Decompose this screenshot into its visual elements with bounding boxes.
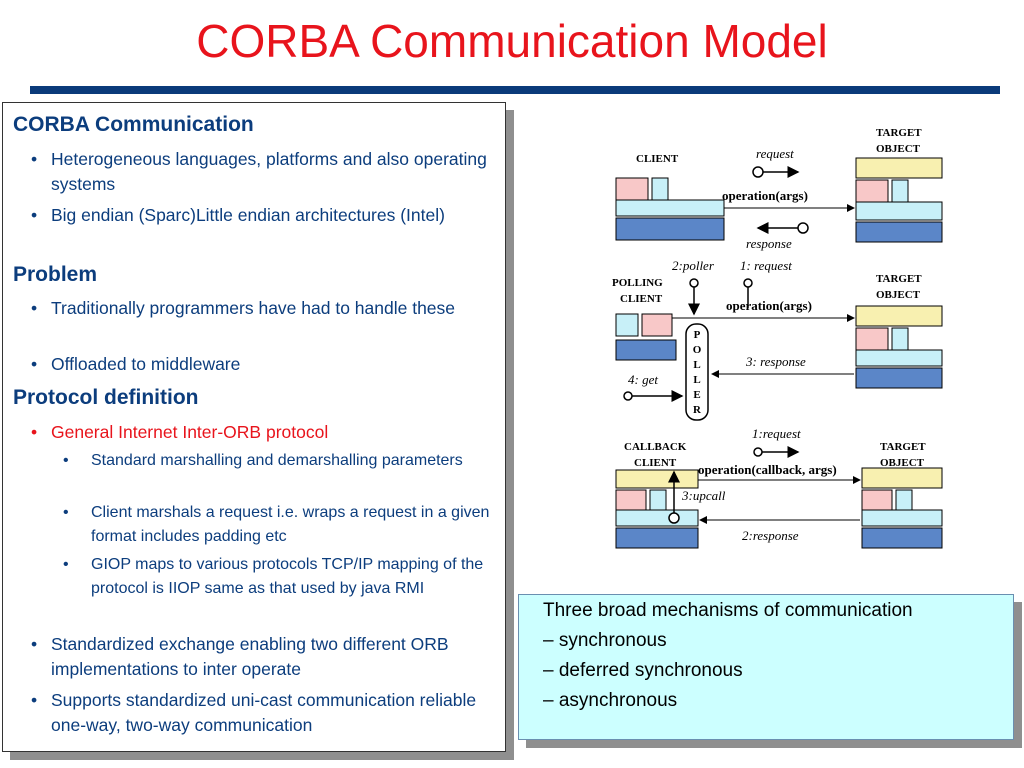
label-object-1: OBJECT	[876, 143, 921, 155]
callback-client-stack	[615, 469, 699, 549]
bullet-unicast: •Supports standardized uni-cast communic…	[31, 690, 477, 735]
subbullet-giop-maps: •GIOP maps to various protocols TCP/IP m…	[63, 556, 484, 597]
label-object-3: OBJECT	[880, 457, 925, 469]
poller-letter-p: P	[694, 329, 701, 341]
bullet-heterogeneous: •Heterogeneous languages, platforms and …	[31, 149, 487, 194]
bullet-giop: •General Internet Inter-ORB protocol	[31, 422, 329, 442]
target-stack-3	[861, 467, 943, 549]
bullet-offloaded: •Offloaded to middleware	[31, 354, 241, 374]
label-3-upcall: 3:upcall	[681, 488, 726, 503]
label-operation-2: operation(args)	[726, 298, 812, 313]
bullet-standardized-exchange: •Standardized exchange enabling two diff…	[31, 634, 449, 679]
bullet-endian: •Big endian (Sparc)Little endian archite…	[31, 205, 445, 225]
poller-letter-l1: L	[693, 359, 700, 371]
label-request: request	[756, 146, 794, 161]
label-callback: CALLBACK	[624, 441, 687, 453]
mechanism-synchronous: – synchronous	[543, 630, 667, 651]
label-client: CLIENT	[636, 153, 679, 165]
communication-diagram: CLIENT TARGET OBJECT request operation(a…	[612, 127, 943, 549]
poller-letter-l2: L	[693, 374, 700, 386]
heading-problem: Problem	[13, 263, 98, 286]
label-1-request: 1: request	[740, 258, 792, 273]
label-operation-callback: operation(callback, args)	[698, 462, 837, 477]
poller-letter-e: E	[693, 389, 700, 401]
label-2-response: 2:response	[742, 528, 799, 543]
poller-letter-r: R	[693, 404, 702, 416]
subbullet-marshalling: •Standard marshalling and demarshalling …	[63, 452, 463, 469]
label-target-2: TARGET	[876, 273, 922, 285]
bullet-traditionally: •Traditionally programmers have had to h…	[31, 298, 456, 318]
label-operation-1: operation(args)	[722, 188, 808, 203]
target-stack-2	[855, 305, 943, 389]
heading-protocol-definition: Protocol definition	[13, 386, 199, 409]
target-stack-1	[855, 157, 943, 243]
label-client-2: CLIENT	[620, 293, 663, 305]
client-stack	[615, 177, 725, 241]
label-polling: POLLING	[612, 277, 663, 289]
polling-client-stack	[615, 313, 677, 361]
heading-corba-communication: CORBA Communication	[13, 113, 254, 136]
label-client-3: CLIENT	[634, 457, 677, 469]
mechanism-deferred: – deferred synchronous	[543, 660, 743, 681]
left-content-box: CORBA Communication •Heterogeneous langu…	[2, 102, 506, 752]
label-3-response: 3: response	[745, 354, 806, 369]
mechanism-asynchronous: – asynchronous	[543, 690, 678, 711]
poller-box	[685, 323, 709, 421]
label-4-get: 4: get	[628, 372, 658, 387]
label-1-request-cb: 1:request	[752, 426, 801, 441]
title-rule	[30, 86, 1000, 94]
poller-letter-o: O	[693, 344, 702, 356]
slide-title: CORBA Communication Model	[196, 15, 828, 67]
mechanisms-box: Three broad mechanisms of communication …	[518, 594, 1014, 740]
label-2-poller: 2:poller	[672, 258, 715, 273]
label-target-1: TARGET	[876, 127, 922, 139]
mechanisms-heading: Three broad mechanisms of communication	[543, 600, 913, 621]
label-object-2: OBJECT	[876, 289, 921, 301]
subbullet-client-marshals: •Client marshals a request i.e. wraps a …	[63, 504, 490, 545]
label-target-3: TARGET	[880, 441, 926, 453]
label-response: response	[746, 236, 792, 251]
